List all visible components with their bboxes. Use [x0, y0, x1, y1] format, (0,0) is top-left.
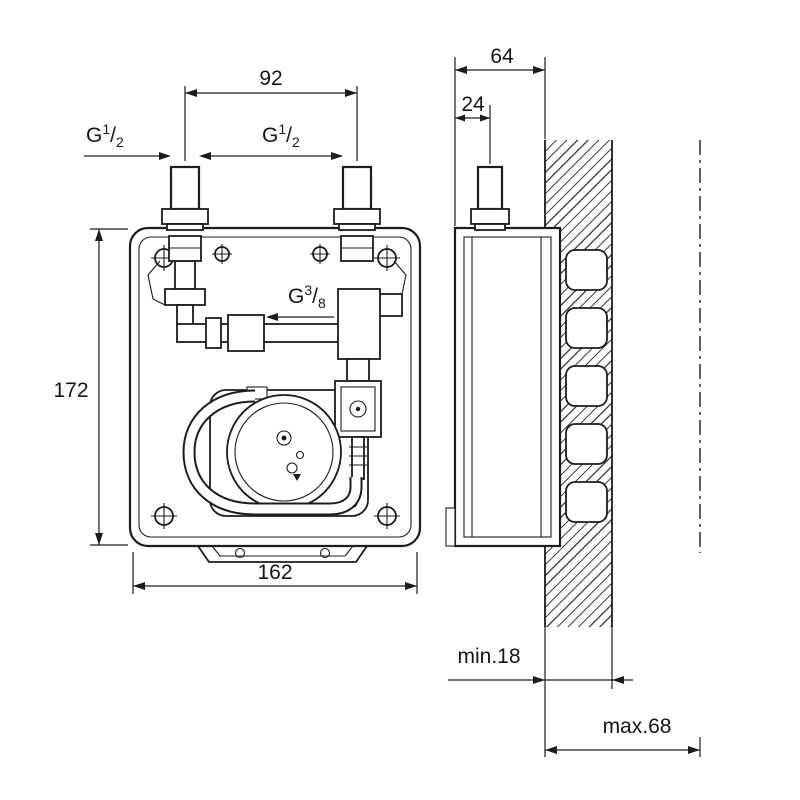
dim-min18: min.18: [448, 627, 633, 757]
union-nut: [227, 314, 265, 352]
thread-label-left: G1/2: [84, 121, 171, 160]
retaining-hook-left: [147, 260, 166, 306]
solenoid-unit: [182, 386, 363, 516]
retaining-clip: [565, 423, 608, 465]
corner-screw: [374, 503, 400, 529]
dim-64-label: 64: [490, 45, 514, 68]
dim-92-label: 92: [259, 67, 282, 90]
dim-24-label: 24: [461, 93, 485, 116]
box-profile: [445, 226, 562, 548]
dim-64: 64: [454, 45, 546, 226]
retaining-clip: [565, 365, 608, 407]
dim-172-label: 172: [53, 379, 88, 402]
retaining-clip: [565, 307, 608, 349]
corner-screw: [374, 245, 400, 271]
front-view: [128, 165, 422, 563]
internal-piping: [164, 260, 403, 480]
retaining-clips: [565, 249, 608, 523]
retaining-clip: [565, 481, 608, 523]
dim-24: 24: [455, 93, 491, 164]
dim-172: 172: [53, 228, 128, 546]
thread-outlet-text: G3/8: [288, 282, 326, 311]
top-fitting-left: [161, 165, 232, 264]
thread-label-right: G1/2: [199, 121, 343, 160]
dim-max68: max.68: [545, 715, 701, 757]
valve-body: [337, 288, 381, 360]
supply-pipe-right: [341, 165, 373, 211]
supply-pipe-side: [470, 165, 510, 231]
thread-label-outlet: G3/8: [266, 282, 334, 321]
thread-right-text: G1/2: [262, 121, 300, 150]
side-view: [445, 140, 701, 627]
wall-edges: [544, 140, 613, 627]
dim-92: 92: [184, 67, 358, 161]
dim-162: 162: [132, 552, 418, 594]
supply-pipe-left: [169, 165, 201, 211]
dim-162-label: 162: [257, 561, 292, 584]
corner-screw: [151, 503, 177, 529]
dim-max68-label: max.68: [603, 715, 672, 738]
retaining-clip: [565, 249, 608, 291]
dim-min18-label: min.18: [457, 645, 520, 668]
dimensions: 92 G1/2 G1/2 G3/8: [53, 45, 701, 757]
top-fitting-right: [310, 165, 381, 264]
thread-left-text: G1/2: [86, 121, 124, 150]
